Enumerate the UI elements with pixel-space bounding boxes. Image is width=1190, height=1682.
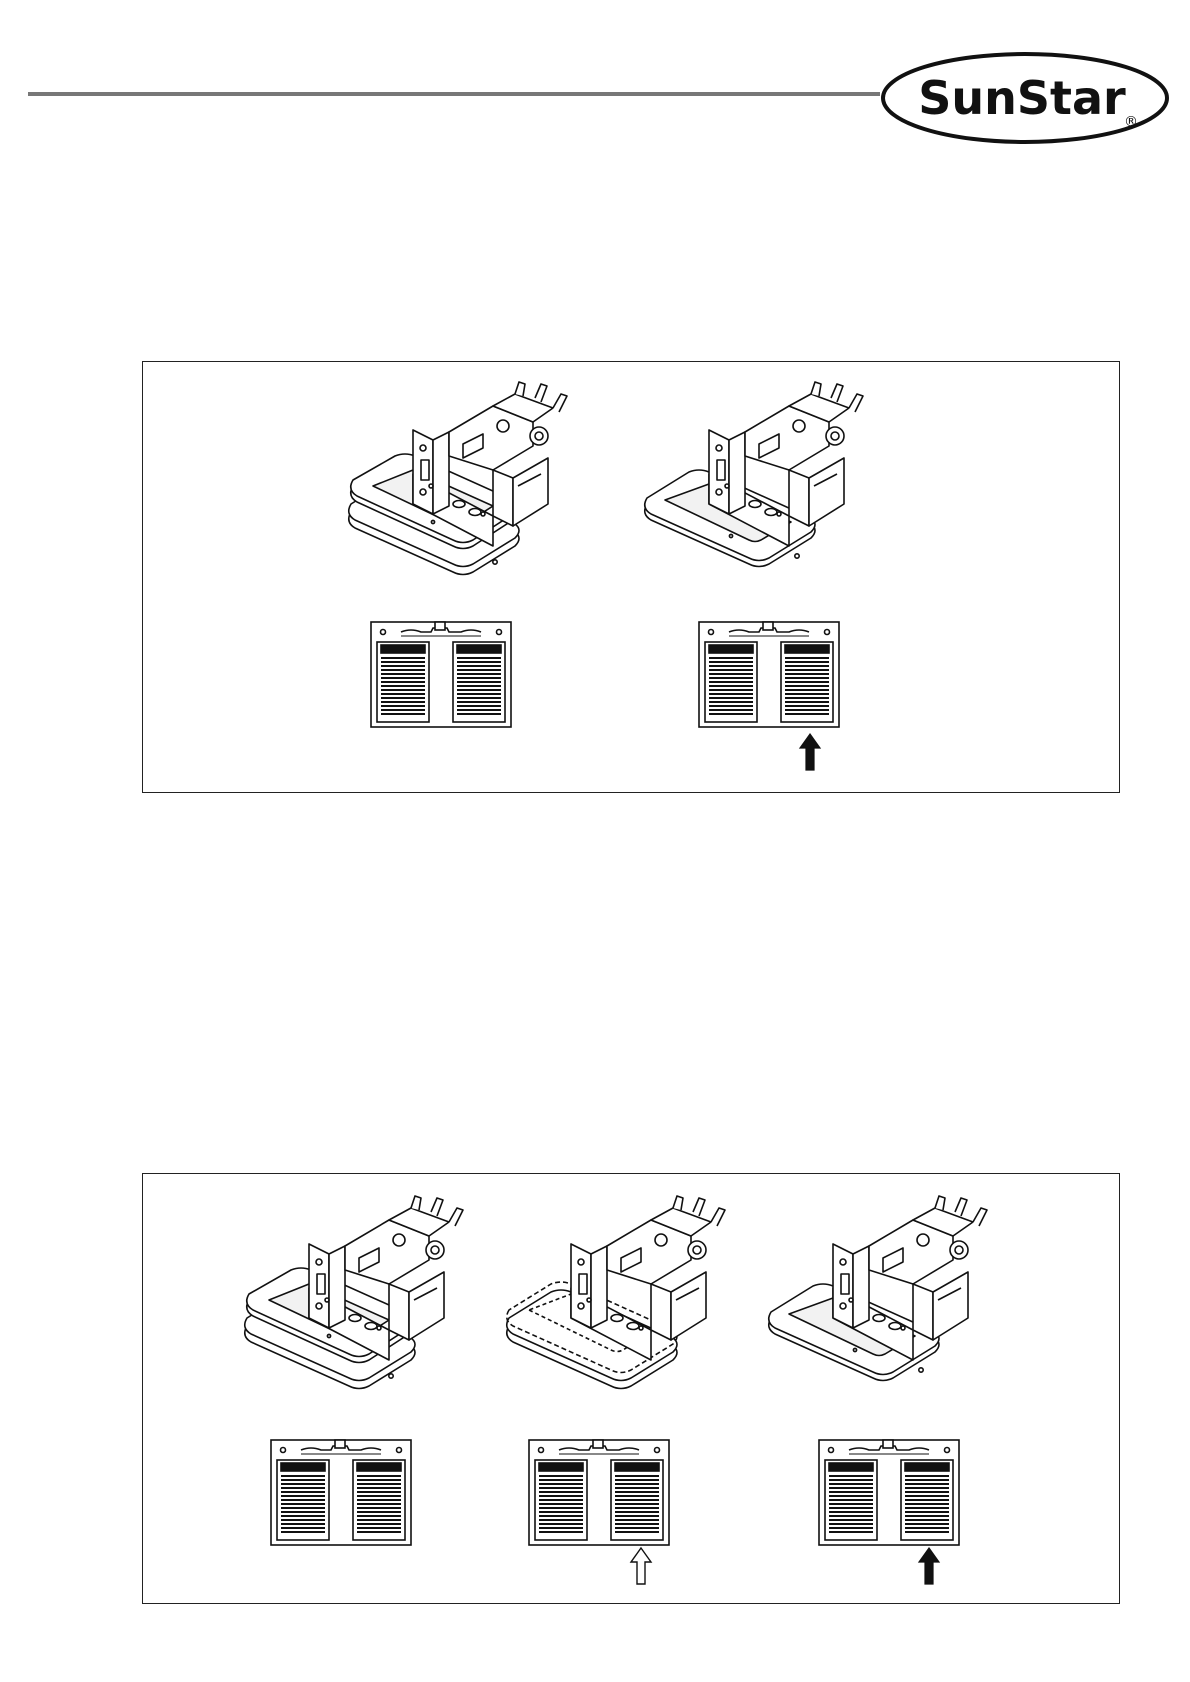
sunstar-logo: SunStar ®: [880, 50, 1170, 146]
figure-1-frame: [142, 361, 1120, 793]
fig1-pedal-right-pressed: [699, 622, 839, 727]
fig2-arrow-up-outline-icon: [631, 1548, 651, 1584]
fig2-hoop-open: [239, 1200, 469, 1400]
fig2-pedal-right-half: [529, 1440, 669, 1545]
logo-text: SunStar: [918, 71, 1126, 125]
fig2-hoop-half-closed: [501, 1200, 731, 1400]
header-rule: [28, 92, 880, 96]
fig2-hoop-closed: [763, 1200, 993, 1400]
figure-2-frame: [142, 1173, 1120, 1604]
fig1-pedal-neutral: [371, 622, 511, 727]
fig1-hoop-open: [343, 386, 573, 586]
registered-mark: ®: [1124, 114, 1138, 130]
fig2-pedal-neutral: [271, 1440, 411, 1545]
fig2-arrow-up-filled-icon: [919, 1548, 939, 1584]
fig1-hoop-closed: [639, 386, 869, 586]
fig1-arrow-up-filled-icon: [800, 734, 820, 770]
fig2-pedal-right-pressed: [819, 1440, 959, 1545]
